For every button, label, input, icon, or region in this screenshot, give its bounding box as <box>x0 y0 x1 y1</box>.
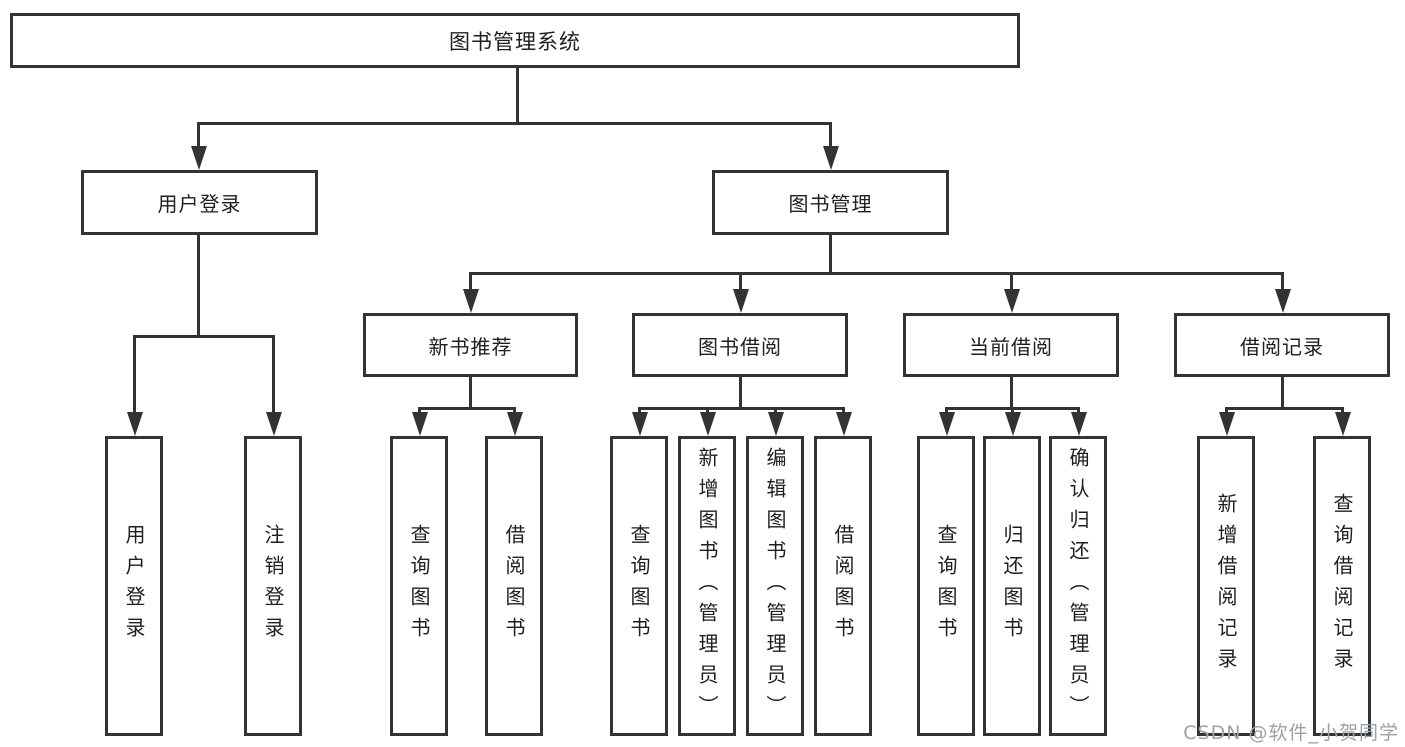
connector-userlogin-hline <box>133 335 275 338</box>
connector-leaf-stem <box>133 335 136 414</box>
node-book-management: 图书管理 <box>712 170 949 235</box>
node-new-book-recommendation: 新书推荐 <box>363 313 578 377</box>
leaf-current-query-books: 查询图书 <box>917 436 975 736</box>
connector-leaf-stem <box>706 407 709 415</box>
arrow-down-icon <box>1335 412 1351 436</box>
connector-bookmgmt-hline <box>469 272 1284 275</box>
leaf-borrow-add-books-admin: 新增图书（管理员） <box>678 436 736 736</box>
arrow-down-icon <box>412 412 428 436</box>
leaf-borrow-edit-books-admin: 编辑图书（管理员） <box>746 436 804 736</box>
connector-borrow-down <box>739 377 742 409</box>
connector-leaf-stem <box>1077 407 1080 415</box>
leaf-borrow-query-books: 查询图书 <box>610 436 668 736</box>
leaf-logout: 注销登录 <box>244 436 302 736</box>
leaf-records-query-record: 查询借阅记录 <box>1313 436 1371 736</box>
leaf-current-return-books: 归还图书 <box>983 436 1041 736</box>
connector-userlogin-down <box>197 235 200 337</box>
connector-records-hline <box>1225 407 1344 410</box>
arrow-down-icon <box>1275 289 1291 313</box>
node-book-borrowing: 图书借阅 <box>632 313 848 377</box>
connector-borrow-hline <box>638 407 845 410</box>
connector-leaf-stem <box>1341 407 1344 415</box>
connector-leaf-stem <box>272 335 275 414</box>
connector-recommend-hline <box>418 407 516 410</box>
leaf-borrow-borrow-books: 借阅图书 <box>814 436 872 736</box>
arrow-down-icon <box>1004 289 1020 313</box>
node-user-login: 用户登录 <box>81 170 318 235</box>
connector-bookmgmt-stem <box>829 122 832 148</box>
leaf-records-add-record: 新增借阅记录 <box>1197 436 1255 736</box>
connector-level3-stem <box>739 272 742 291</box>
arrow-down-icon <box>463 289 479 313</box>
arrow-down-icon <box>1071 412 1087 436</box>
connector-level3-stem <box>1010 272 1013 291</box>
connector-records-down <box>1281 377 1284 409</box>
connector-leaf-stem <box>842 407 845 415</box>
arrow-down-icon <box>700 412 716 436</box>
arrow-down-icon <box>1005 412 1021 436</box>
connector-recommend-down <box>469 377 472 409</box>
arrow-down-icon <box>507 412 523 436</box>
arrow-down-icon <box>823 146 839 170</box>
arrow-down-icon <box>127 412 143 436</box>
leaf-user-login: 用户登录 <box>105 436 163 736</box>
connector-level3-stem <box>1281 272 1284 291</box>
connector-leaf-stem <box>638 407 641 415</box>
arrow-down-icon <box>836 412 852 436</box>
arrow-down-icon <box>191 146 207 170</box>
connector-bookmgmt-down <box>829 235 832 275</box>
connector-userlogin-stem <box>197 122 200 148</box>
connector-root-hline <box>197 122 832 125</box>
connector-leaf-stem <box>513 407 516 415</box>
connector-level3-stem <box>469 272 472 291</box>
arrow-down-icon <box>733 289 749 313</box>
leaf-recommend-query-books: 查询图书 <box>390 436 448 736</box>
connector-current-down <box>1010 377 1013 409</box>
node-current-borrowing: 当前借阅 <box>903 313 1119 377</box>
node-library-management-system: 图书管理系统 <box>10 13 1020 68</box>
watermark: CSDN @软件_小贺同学 <box>1183 722 1399 744</box>
connector-leaf-stem <box>1011 407 1014 415</box>
leaf-recommend-borrow-books: 借阅图书 <box>485 436 543 736</box>
arrow-down-icon <box>1219 412 1235 436</box>
arrow-down-icon <box>768 412 784 436</box>
connector-leaf-stem <box>1225 407 1228 415</box>
arrow-down-icon <box>632 412 648 436</box>
connector-root-stem <box>516 68 519 125</box>
arrow-down-icon <box>939 412 955 436</box>
arrow-down-icon <box>266 412 282 436</box>
connector-leaf-stem <box>945 407 948 415</box>
connector-leaf-stem <box>774 407 777 415</box>
connector-leaf-stem <box>418 407 421 415</box>
leaf-current-confirm-return-admin: 确认归还（管理员） <box>1049 436 1107 736</box>
node-borrowing-records: 借阅记录 <box>1174 313 1390 377</box>
